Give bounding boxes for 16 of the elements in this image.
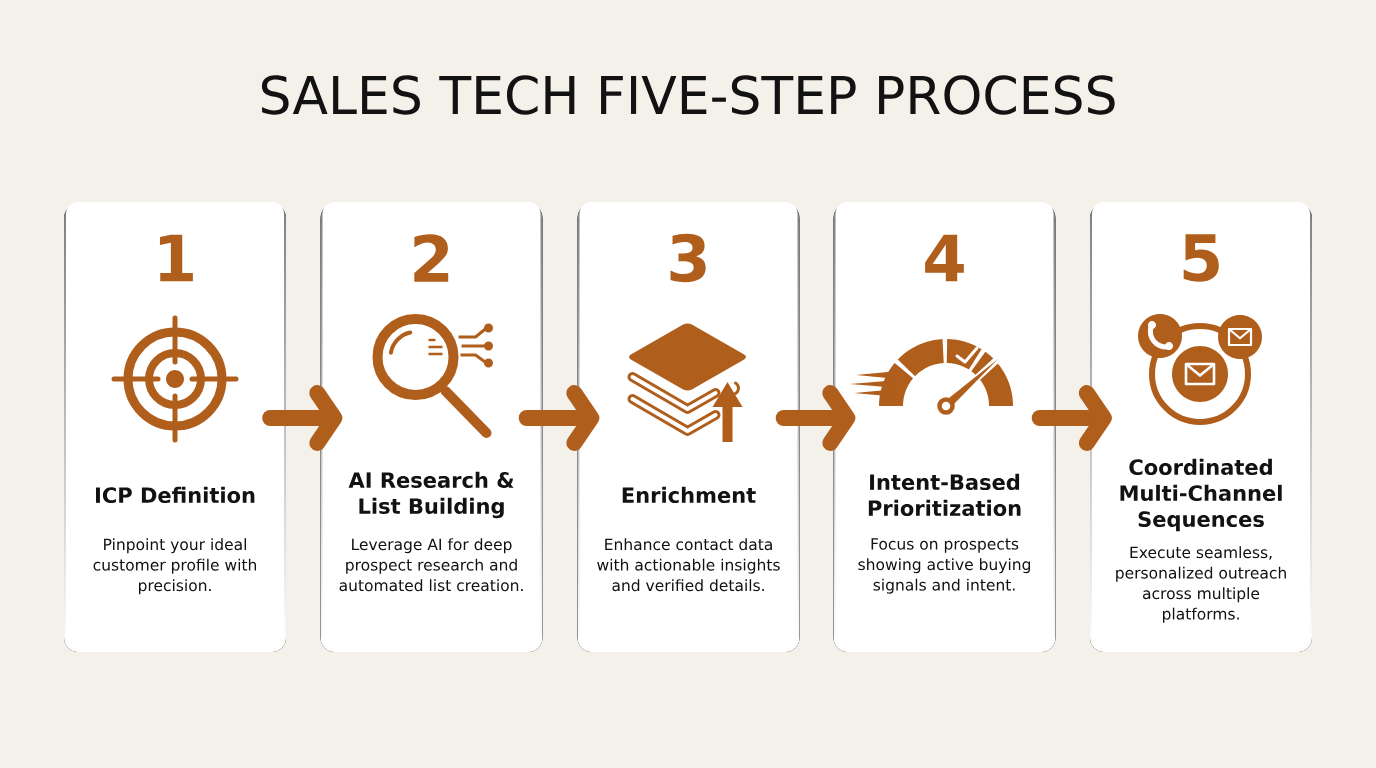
step-number: 1 [159, 234, 193, 282]
step-description: Enhance contact data with actionable insights and verified details. [597, 538, 780, 592]
step-heading: Enrichment [622, 486, 756, 504]
step-number: 4 [925, 234, 964, 282]
step-description: Execute seamless, personalized outreach across multiple platforms. [1116, 546, 1286, 623]
step-description: Pinpoint your ideal customer profile with precision. [93, 538, 257, 595]
step-heading: Coordinated Multi-Channel Sequences [1120, 458, 1282, 532]
step-heading: ICP Definition [96, 486, 255, 504]
title: SALES TECH FIVE-STEP PROCESS [261, 75, 1115, 115]
step-number: 2 [414, 234, 449, 282]
step-description: Focus on prospects showing active buying signals and intent. [858, 538, 1030, 594]
step-heading: Intent-Based Prioritization [868, 473, 1021, 517]
step-number: 5 [1183, 234, 1219, 282]
step-number: 3 [670, 233, 706, 283]
step-description: Leverage AI for deep prospect research and automated list creation. [339, 538, 523, 592]
step-heading: AI Research & List Building [348, 471, 514, 519]
